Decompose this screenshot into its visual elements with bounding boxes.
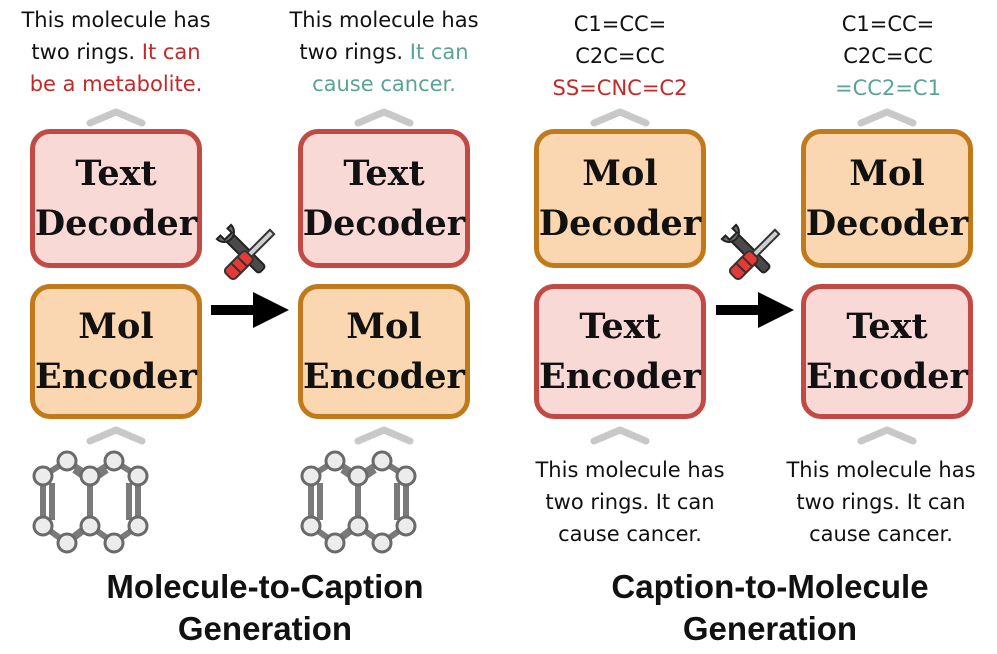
caption-line: This molecule has — [786, 458, 976, 482]
box-label: Encoder — [806, 355, 968, 397]
caption-line: cause cancer. — [809, 522, 953, 546]
text-encoder-box: Text Encoder — [801, 284, 973, 419]
box-label: Mol — [346, 305, 422, 347]
title-line: Molecule-to-Caption — [106, 568, 424, 605]
up-chevron-icon — [590, 426, 650, 445]
output-smiles-after: C1=CC= C2C=CC =CC2=C1 — [788, 8, 988, 104]
box-label: Mol — [582, 152, 658, 194]
text-decoder-box: Text Decoder — [298, 129, 470, 268]
output-smiles-before: C1=CC= C2C=CC SS=CNC=C2 — [520, 8, 720, 104]
up-chevron-icon — [857, 108, 917, 127]
box-label: Decoder — [805, 202, 969, 244]
mol-decoder-box: Mol Decoder — [534, 129, 706, 268]
input-caption-before: This molecule has two rings. It can caus… — [514, 454, 746, 550]
text-encoder-box: Text Encoder — [534, 284, 706, 419]
caption-correct-text: It can — [409, 40, 469, 64]
title-line: Caption-to-Molecule — [611, 568, 929, 605]
text-decoder-box: Text Decoder — [30, 129, 202, 268]
up-chevron-icon — [354, 108, 414, 127]
caption-line: This molecule has — [289, 8, 479, 32]
molecule-graph-icon — [300, 450, 417, 554]
smiles-correct-text: =CC2=C1 — [835, 76, 941, 100]
molecule-graph-icon — [32, 450, 149, 554]
caption-line: This molecule has — [21, 8, 211, 32]
box-label: Text — [75, 152, 157, 194]
box-label: Encoder — [35, 355, 197, 397]
box-label: Text — [579, 305, 661, 347]
box-label: Encoder — [303, 355, 465, 397]
box-label: Mol — [849, 152, 925, 194]
caption-line: This molecule has — [535, 458, 725, 482]
input-caption-after: This molecule has two rings. It can caus… — [765, 454, 997, 550]
mol-decoder-box: Mol Decoder — [801, 129, 973, 268]
mol-encoder-box: Mol Encoder — [298, 284, 470, 419]
up-chevron-icon — [590, 108, 650, 127]
caption-correct-text: cause cancer. — [312, 72, 456, 96]
box-label: Decoder — [302, 202, 466, 244]
up-chevron-icon — [86, 426, 146, 445]
smiles-line: C1=CC= — [573, 12, 667, 36]
box-label: Decoder — [538, 202, 702, 244]
right-arrow-icon — [716, 292, 794, 328]
title-line: Generation — [682, 610, 858, 647]
box-label: Decoder — [34, 202, 198, 244]
box-label: Text — [846, 305, 928, 347]
smiles-line: C2C=CC — [843, 44, 933, 68]
caption-error-text: be a metabolite. — [29, 72, 203, 96]
smiles-error-text: SS=CNC=C2 — [552, 76, 688, 100]
up-chevron-icon — [857, 426, 917, 445]
box-label: Text — [343, 152, 425, 194]
right-arrow-icon — [211, 292, 289, 328]
wrench-screwdriver-icon — [215, 223, 276, 281]
smiles-line: C1=CC= — [841, 12, 935, 36]
caption-line: cause cancer. — [558, 522, 702, 546]
caption-line: two rings. It can — [796, 490, 966, 514]
caption-error-text: It can — [141, 40, 201, 64]
up-chevron-icon — [354, 426, 414, 445]
caption-line: two rings. It can — [545, 490, 715, 514]
panel-title-right: Caption-to-Molecule Generation — [545, 566, 995, 650]
caption-line: two rings. — [299, 40, 410, 64]
box-label: Encoder — [539, 355, 701, 397]
caption-line: two rings. — [31, 40, 142, 64]
output-caption-after: This molecule has two rings. It can caus… — [268, 4, 500, 100]
output-caption-before: This molecule has two rings. It can be a… — [0, 4, 232, 100]
mol-encoder-box: Mol Encoder — [30, 284, 202, 419]
smiles-line: C2C=CC — [575, 44, 665, 68]
title-line: Generation — [177, 610, 353, 647]
panel-title-left: Molecule-to-Caption Generation — [40, 566, 490, 650]
box-label: Mol — [78, 305, 154, 347]
wrench-screwdriver-icon — [720, 223, 781, 281]
up-chevron-icon — [86, 108, 146, 127]
